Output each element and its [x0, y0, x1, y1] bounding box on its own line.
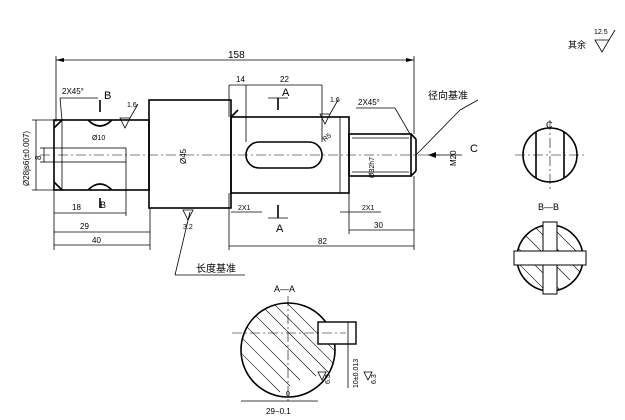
- dim-0: 0: [286, 391, 290, 398]
- dim-22: 22: [280, 75, 289, 84]
- shaft-outline: [53, 99, 417, 209]
- dim-30: 30: [374, 221, 383, 230]
- section-a-bottom-label: A: [276, 223, 284, 235]
- dim-14: 14: [236, 75, 245, 84]
- rest-roughness-label: 其余: [568, 39, 586, 50]
- view-c-arrow-label: C: [470, 143, 478, 155]
- dimension-lines: [32, 56, 479, 276]
- radius-r5-label: R5: [322, 132, 333, 143]
- roughness-63-a: 6.3: [325, 374, 332, 384]
- roughness-symbols: [119, 29, 616, 221]
- thread-m20-label: M20: [449, 150, 458, 166]
- undercut-right-label: 2X1: [362, 205, 375, 212]
- section-b-top-label: B: [104, 90, 111, 102]
- section-bb-label: B—B: [538, 202, 559, 212]
- length-datum-label: 长度基准: [196, 262, 236, 275]
- section-b-bottom-label: B: [100, 200, 106, 210]
- section-aa-label: A—A: [274, 284, 295, 294]
- dim-29-tol: 29−0.1: [266, 407, 291, 416]
- chamfer-left-label: 2X45°: [62, 87, 84, 96]
- radial-datum-label: 径向基准: [428, 89, 468, 102]
- dim-18: 18: [72, 203, 81, 212]
- section-aa-view: [232, 296, 373, 404]
- roughness-label-3: 3.2: [183, 224, 193, 231]
- dimension-texts: 158 Ø28js6(±0.007) 2X45° B 1.6 Ø10 8 B 1…: [22, 29, 608, 416]
- dim-29: 29: [80, 222, 89, 231]
- shoulder-45: [148, 99, 232, 209]
- section-c-label: C: [546, 120, 553, 130]
- dim-82: 82: [318, 237, 327, 246]
- section-bb-view: [513, 221, 587, 295]
- dim-dia-32h7: Ø32h7: [369, 157, 376, 178]
- dim-40: 40: [92, 236, 101, 245]
- dim-8: 8: [34, 155, 43, 160]
- section-c-view: [515, 120, 585, 190]
- chamfer-right-label: 2X45°: [358, 98, 380, 107]
- roughness-label-2: 1.6: [330, 97, 340, 104]
- dim-dia-45: Ø45: [179, 148, 188, 164]
- dim-10-tol: 10±0.013: [353, 359, 360, 388]
- rest-roughness-value: 12.5: [594, 29, 608, 36]
- undercut-left-label: 2X1: [238, 205, 251, 212]
- section-a-top-label: A: [282, 87, 290, 99]
- dim-total-length: 158: [228, 50, 245, 61]
- roughness-label-1: 1.6: [127, 102, 137, 109]
- dim-dia-10: Ø10: [92, 135, 105, 142]
- dim-left-diameter: Ø28js6(±0.007): [22, 131, 31, 186]
- roughness-63-b: 6.3: [371, 374, 378, 384]
